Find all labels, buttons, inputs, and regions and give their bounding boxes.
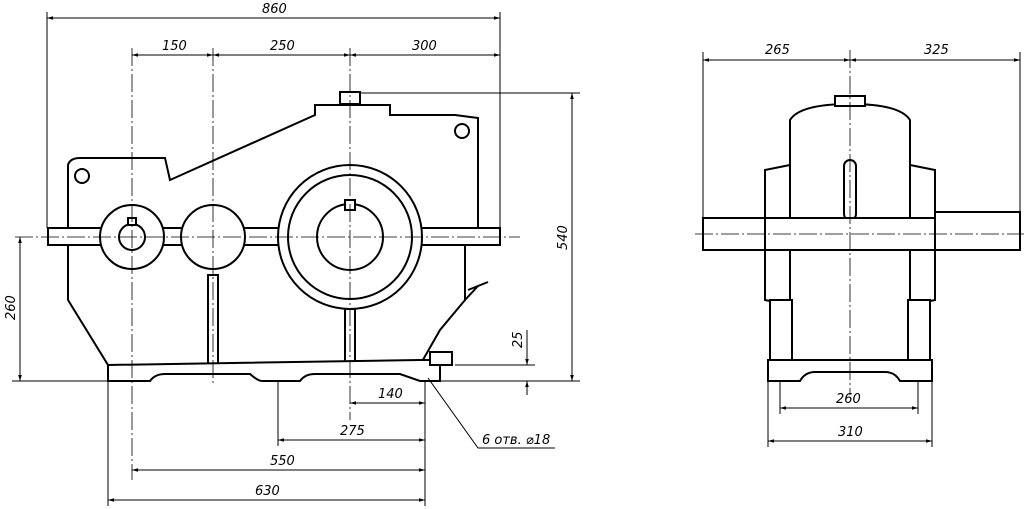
dim-bolt-spacing: 260 <box>836 392 861 407</box>
dim-axis-height: 260 <box>4 295 19 320</box>
dimension-lines <box>18 16 574 502</box>
extension-lines <box>702 52 1021 447</box>
dim-base-width: 310 <box>838 425 863 440</box>
oil-dipstick <box>464 281 489 301</box>
dim-shaft-spacing-2: 250 <box>270 39 295 54</box>
dim-shaft-overhang: 300 <box>412 39 437 54</box>
dim-shaft-spacing-1: 150 <box>162 39 187 54</box>
front-view: 860 150 250 300 540 260 25 140 275 550 6… <box>4 2 580 506</box>
dim-foot-thickness: 25 <box>511 331 526 348</box>
foot-bolt <box>429 351 453 366</box>
output-shaft <box>934 211 1021 251</box>
dimension-lines <box>703 58 1020 443</box>
leg-right <box>907 299 931 361</box>
dim-275: 275 <box>340 424 365 439</box>
dim-550: 550 <box>270 454 295 469</box>
holes-note: 6 отв. ⌀18 <box>482 433 550 448</box>
lifting-eye-right <box>454 123 470 139</box>
dim-right-shaft: 325 <box>924 43 949 58</box>
extension-lines <box>12 12 580 506</box>
dim-140: 140 <box>378 387 403 402</box>
leg-left <box>769 299 793 361</box>
side-view: 265 325 260 310 <box>695 43 1024 447</box>
base-foot <box>107 359 441 382</box>
lifting-eye-left <box>74 168 90 184</box>
dim-overall-length: 860 <box>262 2 287 17</box>
dim-left-shaft: 265 <box>765 43 790 58</box>
dim-630: 630 <box>255 484 280 499</box>
dim-overall-height: 540 <box>556 225 571 250</box>
